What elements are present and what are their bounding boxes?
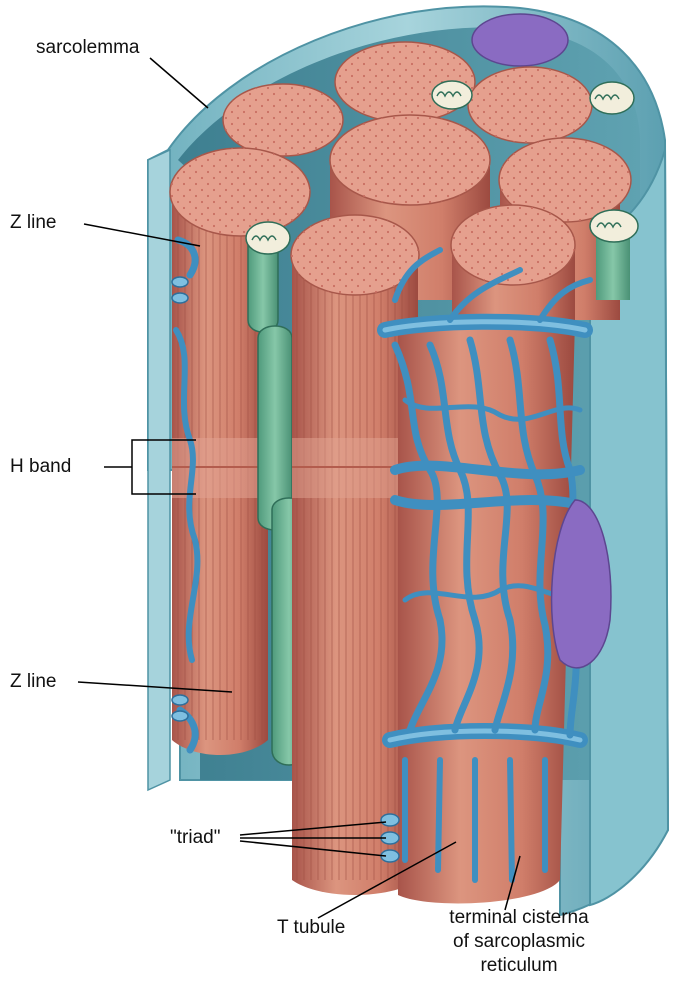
label-terminal-cisterna-3: reticulum <box>434 954 604 978</box>
nucleus-top <box>472 14 568 66</box>
leader-sarcolemma <box>150 58 208 108</box>
label-h-band: H band <box>10 455 71 479</box>
label-t-tubule: T tubule <box>277 916 345 940</box>
label-triad: "triad" <box>170 826 220 850</box>
label-sarcolemma: sarcolemma <box>36 36 139 60</box>
label-terminal-cisterna-1: terminal cisterna <box>434 906 604 930</box>
label-z-line-top: Z line <box>10 211 56 235</box>
label-terminal-cisterna-2: of sarcoplasmic <box>434 930 604 954</box>
sarcolemma-wall-left <box>148 150 170 790</box>
label-z-line-bottom: Z line <box>10 670 56 694</box>
